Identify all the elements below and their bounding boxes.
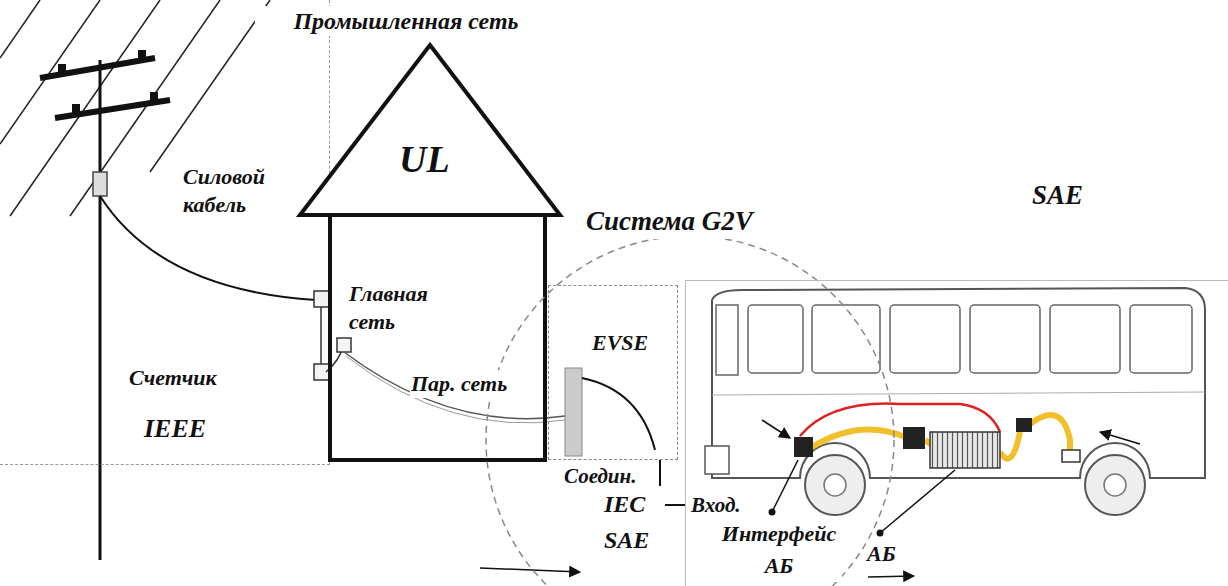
insulator	[72, 104, 80, 114]
part-label: Пар. сеть	[410, 370, 508, 398]
bus-window	[716, 305, 738, 375]
leader-dot	[877, 530, 884, 537]
power-line	[0, 0, 40, 58]
branch-circuit	[344, 352, 565, 419]
standard-label: SAE	[1031, 179, 1084, 213]
bus-window	[1130, 305, 1192, 373]
battery-pack	[930, 432, 1000, 468]
leader-line	[772, 460, 798, 512]
hv-cable	[925, 440, 932, 445]
flow-arrow	[868, 576, 914, 577]
pointer-arrow	[1100, 432, 1140, 444]
power-line	[10, 0, 160, 216]
transformer	[93, 172, 107, 196]
bus-drawing	[705, 288, 1205, 515]
utility-pole	[99, 60, 102, 560]
charging-cable	[582, 378, 655, 450]
evse-box: EVSE	[548, 285, 678, 460]
bus-wheel	[1085, 455, 1145, 515]
part-label: Интерфейс АБ	[716, 518, 842, 582]
insulator	[138, 50, 146, 60]
power-module	[903, 427, 925, 449]
standard-label: IEEE	[143, 413, 207, 446]
power-line	[150, 0, 270, 172]
power-line	[0, 0, 100, 144]
insulator	[150, 92, 158, 102]
wheel-hub	[1104, 474, 1126, 496]
bus-trim	[712, 392, 1205, 395]
standard-label: IEC SAE	[603, 486, 665, 558]
control-cable	[800, 404, 1000, 436]
hv-cable	[812, 429, 905, 447]
leader-line	[880, 470, 955, 533]
evse-unit	[565, 368, 582, 456]
part-label: АБ	[866, 540, 897, 568]
part-label: Главная сеть	[348, 280, 450, 335]
utility-region: IEEE	[0, 0, 330, 465]
battery-interface	[794, 437, 813, 457]
part-label: Счетчик	[128, 364, 218, 392]
leader-dot	[769, 509, 776, 516]
bus-body	[712, 288, 1205, 478]
bus-window	[748, 305, 803, 373]
motor-controller	[1016, 418, 1032, 432]
pointer-arrow	[762, 420, 790, 438]
region-title: Промышленная сеть	[255, 6, 557, 36]
standard-label: EVSE	[591, 329, 649, 357]
bus-window	[1050, 305, 1120, 373]
insulator	[58, 64, 66, 74]
meter-wire	[320, 307, 322, 364]
bus-window	[970, 305, 1040, 373]
motor-box	[1062, 450, 1080, 462]
cross-arm	[55, 100, 170, 118]
branch-circuit	[346, 356, 565, 423]
standard-label: UL	[398, 136, 451, 184]
flow-arrow	[480, 568, 580, 572]
main-panel	[337, 338, 351, 352]
bus-window	[812, 305, 880, 373]
system-title: Система G2V	[585, 205, 754, 239]
bus-wheel	[805, 455, 865, 515]
bus-bumper	[705, 446, 729, 474]
hv-cable	[1000, 432, 1020, 459]
cross-arm	[40, 58, 155, 78]
meter-box	[314, 291, 329, 307]
part-label: Силовой кабель	[182, 163, 294, 218]
meter-box	[314, 364, 329, 380]
hv-cable	[1030, 415, 1070, 452]
wheel-hub	[824, 474, 846, 496]
part-label: Вход.	[690, 492, 742, 518]
bus-window	[890, 305, 960, 373]
